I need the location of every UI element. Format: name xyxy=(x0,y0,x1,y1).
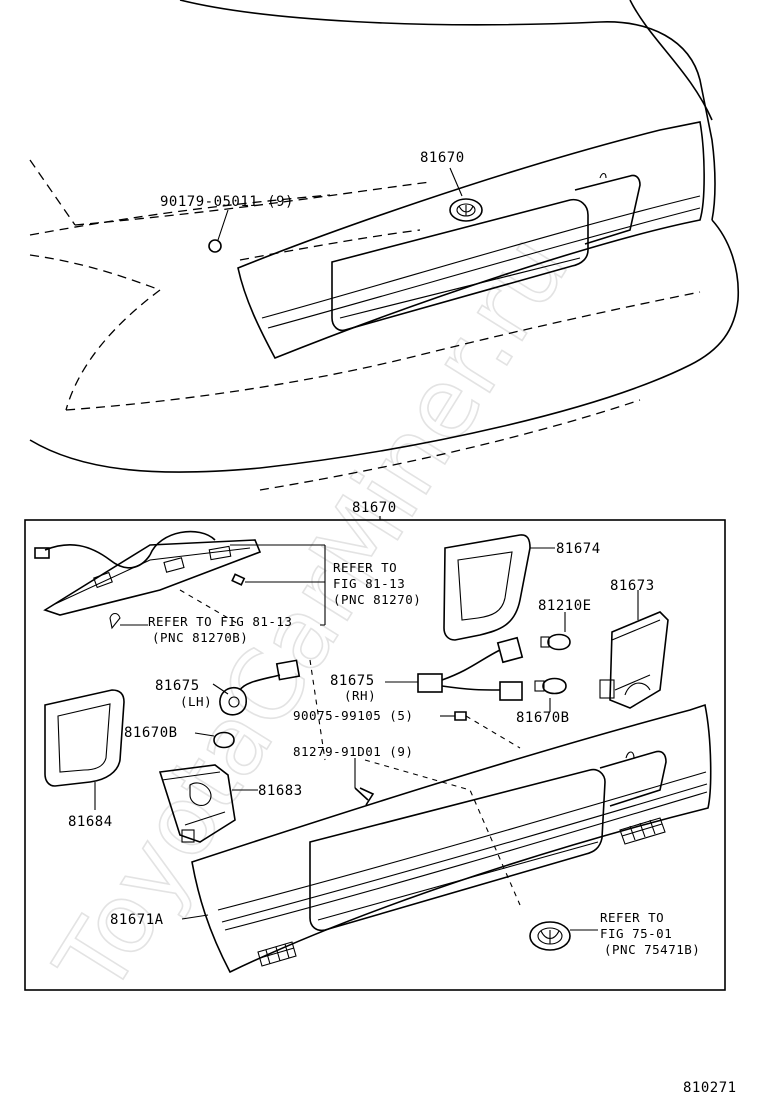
label-81684: 81684 xyxy=(68,814,113,830)
label-rh: (RH) xyxy=(344,688,376,703)
bulb-81210e-icon xyxy=(540,633,571,651)
bulb-81670b-lh-icon xyxy=(213,731,235,749)
clip-icon xyxy=(354,787,375,806)
top-garnish-panel xyxy=(237,121,705,360)
figure-number: 810271 xyxy=(683,1080,737,1096)
label-81683: 81683 xyxy=(258,783,303,799)
socket-lh-icon xyxy=(219,659,301,716)
label-90075: 90075-99105 (5) xyxy=(293,708,413,723)
box-title-label: 81670 xyxy=(352,500,397,516)
ref-fig81-13-b-line1: REFER TO FIG 81-13 xyxy=(148,614,292,629)
emblem-icon xyxy=(529,921,571,951)
label-81675-lh: 81675 xyxy=(155,678,200,694)
bulb-81670b-rh-icon xyxy=(534,677,567,695)
lamp-81673-icon xyxy=(599,611,669,709)
top-garnish-label: 81670 xyxy=(420,150,465,166)
label-81670b-rh: 81670B xyxy=(516,710,570,726)
gasket-81674-icon xyxy=(443,534,531,641)
label-81673: 81673 xyxy=(610,578,655,594)
label-81670b-lh: 81670B xyxy=(124,725,178,741)
label-lh: (LH) xyxy=(180,694,212,709)
bottom-garnish-panel xyxy=(191,703,712,974)
socket-rh-icon xyxy=(417,636,524,701)
reflector-grid-icon xyxy=(257,817,666,967)
label-81210e: 81210E xyxy=(538,598,592,614)
label-81279: 81279-91D01 (9) xyxy=(293,744,413,759)
ref-fig81-13-b-line2: (PNC 81270B) xyxy=(152,630,248,645)
ref-fig75-01-line3: (PNC 75471B) xyxy=(604,942,700,957)
label-81671a: 81671A xyxy=(110,912,164,928)
nut-label: 90179-05011 (9) xyxy=(160,194,294,210)
label-81675-rh: 81675 xyxy=(330,673,375,689)
gasket-81684-icon xyxy=(44,689,125,787)
ref-fig81-13-a-line1: REFER TO xyxy=(333,560,397,575)
ref-fig81-13-a-line3: (PNC 81270) xyxy=(333,592,421,607)
label-81674: 81674 xyxy=(556,541,601,557)
exploded-view-frame xyxy=(24,519,726,991)
bulb-icon xyxy=(231,573,246,586)
screw-icon xyxy=(454,711,467,721)
clip-nut-icon xyxy=(208,239,222,253)
car-rear-outline xyxy=(29,0,740,491)
lamp-81683-icon xyxy=(158,764,236,843)
ref-fig81-13-a-line2: FIG 81-13 xyxy=(333,576,405,591)
ref-fig75-01-line1: REFER TO xyxy=(600,910,664,925)
ref-fig75-01-line2: FIG 75-01 xyxy=(600,926,672,941)
wire-harness-icon xyxy=(34,530,262,630)
